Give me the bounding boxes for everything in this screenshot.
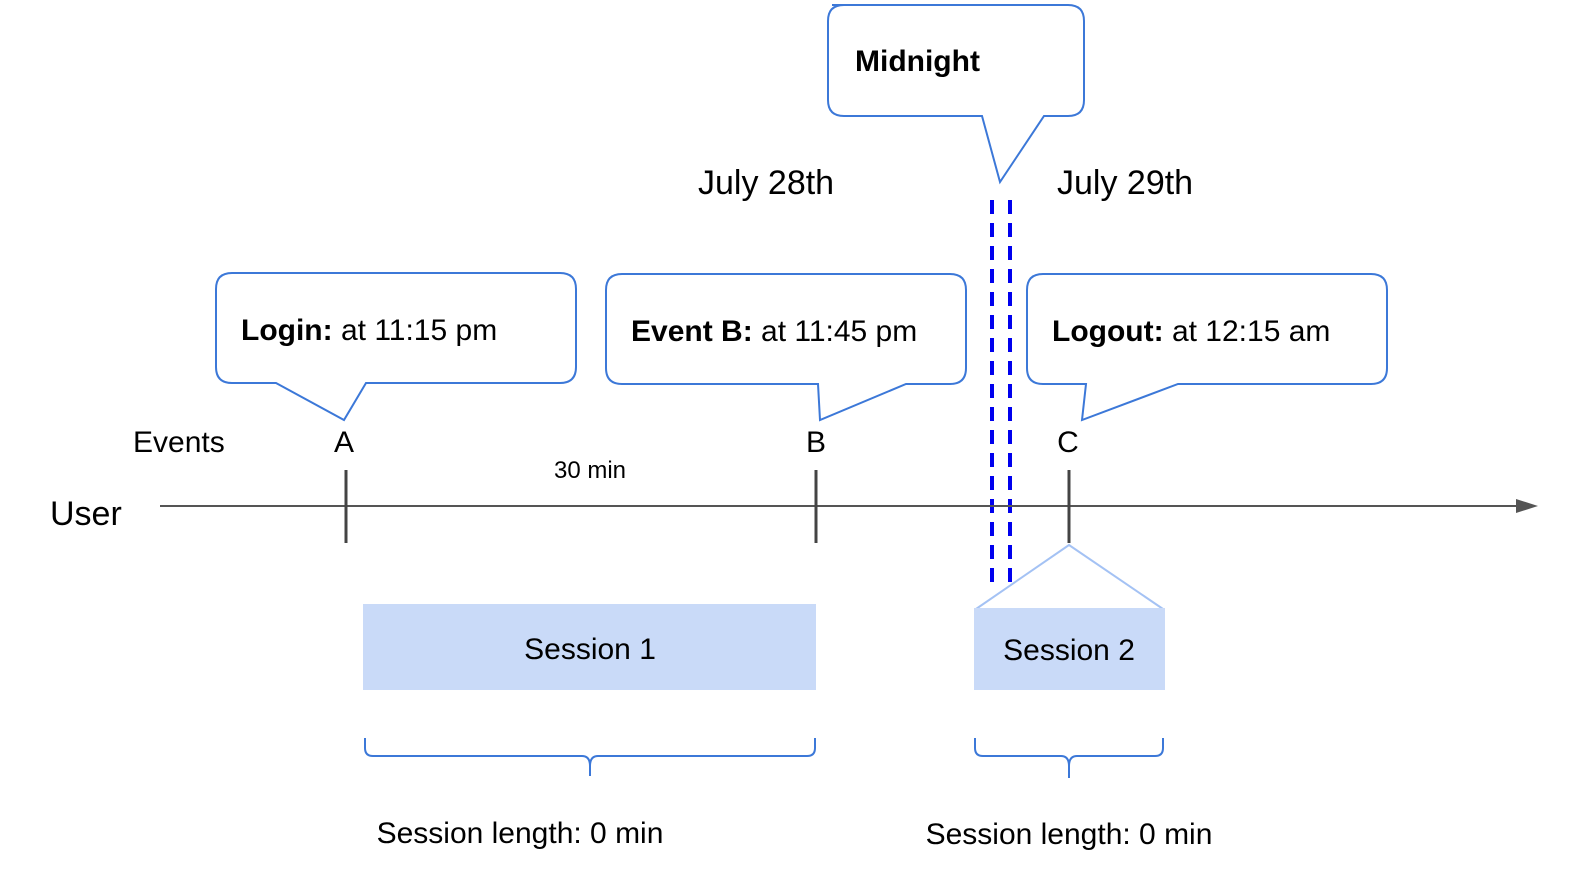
midnight-divider [990,200,1012,582]
session-2-brace [974,738,1164,778]
session-1-block: Session 1 [363,604,816,690]
date-label-after: July 29th [1057,164,1193,202]
event-letter-c: C [1057,426,1079,459]
session-2-label: Session 2 [1003,634,1135,667]
event-time-event-b: at 11:45 pm [753,315,918,348]
event-name-logout: Logout: [1052,315,1164,348]
event-callout-event-b-text: Event B: at 11:45 pm [631,315,917,348]
session-2-block: Session 2 [974,608,1165,690]
event-callout-login: Login: at 11:15 pm [215,272,577,422]
events-row-label: Events [133,426,225,459]
event-name-login: Login: [241,314,333,347]
user-row-label: User [50,495,122,533]
date-label-before: July 28th [698,164,834,202]
event-callout-login-text: Login: at 11:15 pm [241,314,497,347]
event-callout-event-b: Event B: at 11:45 pm [605,273,967,422]
session-1-brace [364,738,816,776]
timeline-arrowhead [1516,499,1538,513]
gap-duration-label: 30 min [554,457,626,484]
midnight-callout-bubble [827,4,1085,185]
event-letter-a: A [334,426,354,459]
session-2-box [974,608,1165,690]
session-1-length: Session length: 0 min [377,817,664,850]
session-2-zoom-connector [975,543,1164,610]
event-callout-logout-bubble [1026,273,1388,422]
midnight-label: Midnight [855,45,980,78]
session-1-box [363,604,816,690]
midnight-callout: Midnight [827,4,1085,185]
event-name-event-b: Event B: [631,315,753,348]
event-callout-logout: Logout: at 12:15 am [1026,273,1388,422]
event-time-login: at 11:15 pm [333,314,498,347]
event-callout-event-b-bubble [605,273,967,422]
event-callout-login-bubble [215,272,577,422]
user-timeline-axis [160,499,1538,513]
event-time-logout: at 12:15 am [1164,315,1331,348]
session-2-length: Session length: 0 min [926,818,1213,851]
session-1-label: Session 1 [524,633,656,666]
event-letter-b: B [806,426,826,459]
event-callout-logout-text: Logout: at 12:15 am [1052,315,1330,348]
